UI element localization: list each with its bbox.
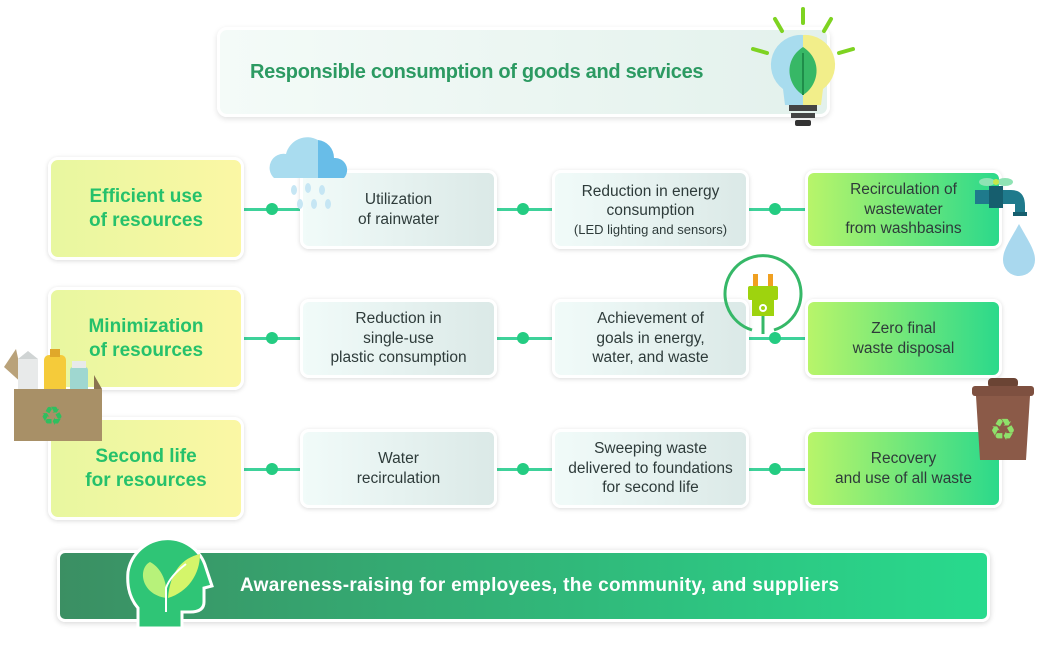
- svg-text:♻: ♻: [40, 401, 63, 431]
- action-box: Reduction in energy consumption (LED light…: [552, 170, 749, 249]
- action-box: Utilization of rainwater: [300, 170, 497, 249]
- action-text-line: waste disposal: [852, 339, 955, 357]
- action-text-line: Achievement of: [597, 310, 704, 328]
- connector-dot: [517, 203, 529, 215]
- action-text-line: for second life: [602, 479, 699, 497]
- rain-cloud-icon: [269, 137, 348, 209]
- faucet-icon: [975, 178, 1035, 276]
- title-box: Responsible consumption of goods and ser…: [217, 27, 830, 117]
- action-box: Recovery and use of all waste: [805, 429, 1002, 508]
- banner-text: Awareness-raising for employees, the com…: [240, 575, 840, 596]
- action-text-line: Water: [378, 450, 419, 467]
- recycle-bin-icon: ♻: [972, 378, 1034, 460]
- action-text-line: recirculation: [356, 469, 441, 487]
- action-text-line: delivered to foundations: [568, 459, 733, 477]
- connector-dot: [517, 463, 529, 475]
- action-text-line: Recirculation of: [850, 181, 957, 199]
- svg-text:♻: ♻: [990, 414, 1017, 447]
- action-note: (LED lighting and sensors): [573, 221, 728, 237]
- action-text-line: of rainwater: [358, 210, 439, 228]
- action-text-line: wastewater: [864, 200, 943, 218]
- recycling-box-icon: ♻: [4, 349, 102, 441]
- action-box: Water recirculation: [300, 429, 497, 508]
- water-drop-icon: [1003, 224, 1035, 276]
- lightbulb-leaf-icon: [751, 7, 855, 126]
- head-leaf-icon: [126, 537, 214, 630]
- connector-dot: [769, 463, 781, 475]
- action-text-line: goals in energy,: [596, 329, 705, 347]
- action-text-line: Zero final: [871, 320, 936, 337]
- title: Responsible consumption of goods and ser…: [250, 60, 704, 83]
- connector-dot: [266, 463, 278, 475]
- action-text-line: consumption: [606, 202, 695, 219]
- plug-icon: [723, 254, 803, 334]
- action-text-line: Utilization: [364, 191, 433, 208]
- connector-dot: [266, 332, 278, 344]
- connector-dot: [769, 332, 781, 344]
- action-text-line: from washbasins: [845, 220, 962, 238]
- action-text-line: Recovery: [870, 450, 937, 467]
- connector-dot: [266, 203, 278, 215]
- action-box: Zero final waste disposal: [805, 299, 1002, 378]
- connector-dot: [517, 332, 529, 344]
- action-text-line: water, and waste: [592, 349, 709, 367]
- action-text-line: and use of all waste: [834, 469, 972, 487]
- action-text-line: Reduction in: [355, 310, 442, 328]
- action-text-line: Sweeping waste: [594, 440, 707, 458]
- connector-dot: [769, 203, 781, 215]
- action-text-line: Reduction in energy: [581, 182, 720, 200]
- action-text-line: plastic consumption: [330, 349, 467, 367]
- category-box: Efficient use of resources: [48, 157, 244, 260]
- action-text-line: single-use: [363, 329, 434, 347]
